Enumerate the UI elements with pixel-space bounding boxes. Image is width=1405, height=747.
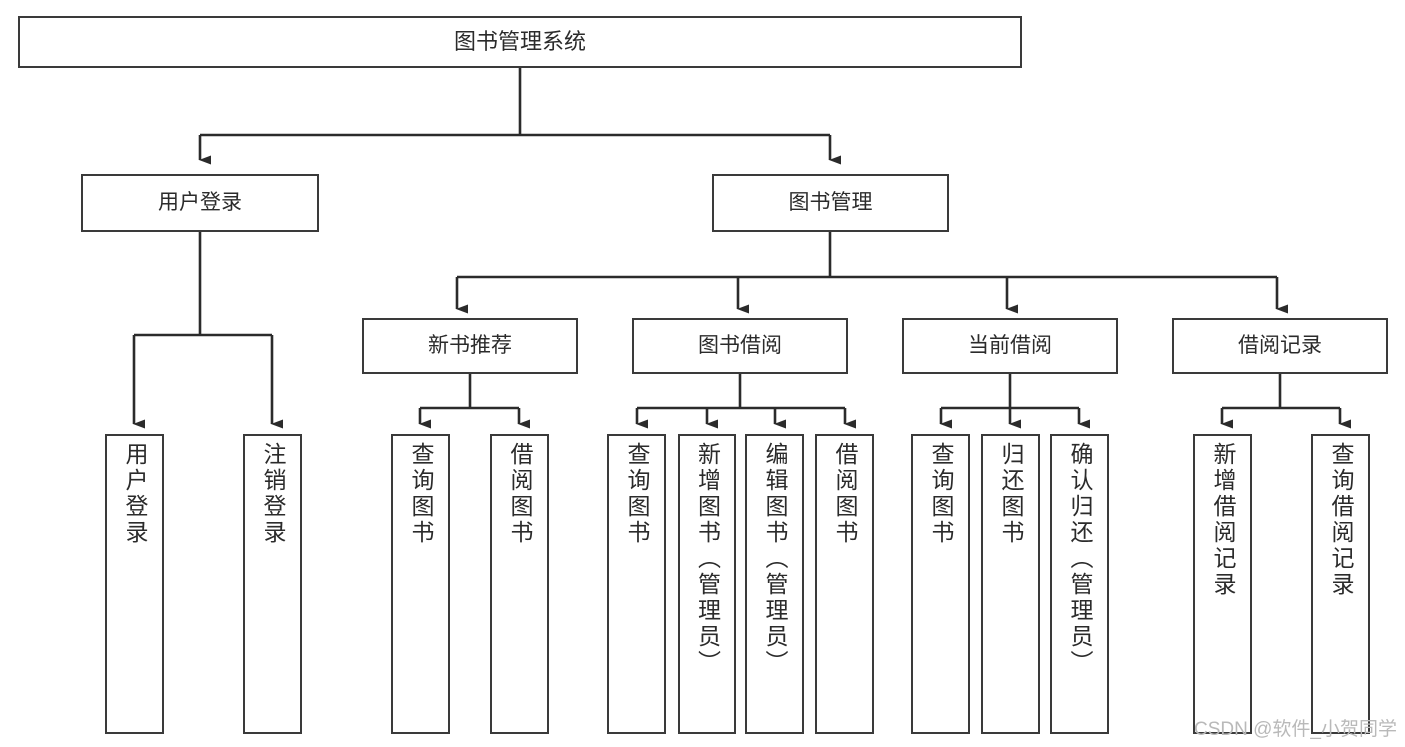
leaf-query-book-2[interactable]: 查询图书 (607, 434, 666, 734)
node-label: 当前借阅 (968, 333, 1052, 357)
leaf-borrow-book-2[interactable]: 借阅图书 (815, 434, 874, 734)
leaf-return-book[interactable]: 归还图书 (981, 434, 1040, 734)
node-label: 新书推荐 (428, 333, 512, 357)
leaf-add-borrow-record[interactable]: 新增借阅记录 (1193, 434, 1252, 734)
watermark-text: CSDN @软件_小贺同学 (1194, 719, 1397, 740)
node-label: 查询图书 (408, 442, 434, 546)
node-label: 用户登录 (122, 442, 148, 546)
node-label: 借阅记录 (1238, 333, 1322, 357)
node-label: 查询图书 (928, 442, 954, 546)
node-label: 新增借阅记录 (1210, 442, 1236, 598)
node-label: 借阅图书 (832, 442, 858, 546)
node-book-borrow[interactable]: 图书借阅 (632, 318, 848, 374)
node-label: 注销登录 (260, 442, 286, 546)
node-label: 确认归还（管理员） (1067, 442, 1093, 676)
node-label: 图书借阅 (698, 333, 782, 357)
leaf-edit-book-admin[interactable]: 编辑图书（管理员） (745, 434, 804, 734)
node-borrow-record[interactable]: 借阅记录 (1172, 318, 1388, 374)
leaf-query-book-3[interactable]: 查询图书 (911, 434, 970, 734)
leaf-borrow-book-1[interactable]: 借阅图书 (490, 434, 549, 734)
leaf-query-borrow-record[interactable]: 查询借阅记录 (1311, 434, 1370, 734)
node-label: 图书管理系统 (453, 29, 586, 55)
leaf-logout[interactable]: 注销登录 (243, 434, 302, 734)
leaf-query-book-1[interactable]: 查询图书 (391, 434, 450, 734)
node-current-borrow[interactable]: 当前借阅 (902, 318, 1118, 374)
leaf-confirm-return-admin[interactable]: 确认归还（管理员） (1050, 434, 1109, 734)
node-label: 借阅图书 (507, 442, 533, 546)
node-label: 图书管理 (788, 190, 873, 214)
node-user-login[interactable]: 用户登录 (81, 174, 319, 232)
node-root-system[interactable]: 图书管理系统 (18, 16, 1022, 68)
node-label: 新增图书（管理员） (694, 442, 721, 676)
node-label: 查询图书 (624, 442, 650, 546)
leaf-add-book-admin[interactable]: 新增图书（管理员） (678, 434, 736, 734)
node-label: 查询借阅记录 (1328, 442, 1354, 598)
node-label: 编辑图书（管理员） (762, 442, 788, 676)
node-label: 用户登录 (158, 190, 242, 214)
node-label: 归还图书 (998, 442, 1024, 546)
node-new-book-recommend[interactable]: 新书推荐 (362, 318, 578, 374)
node-book-management[interactable]: 图书管理 (712, 174, 949, 232)
leaf-user-login[interactable]: 用户登录 (105, 434, 164, 734)
